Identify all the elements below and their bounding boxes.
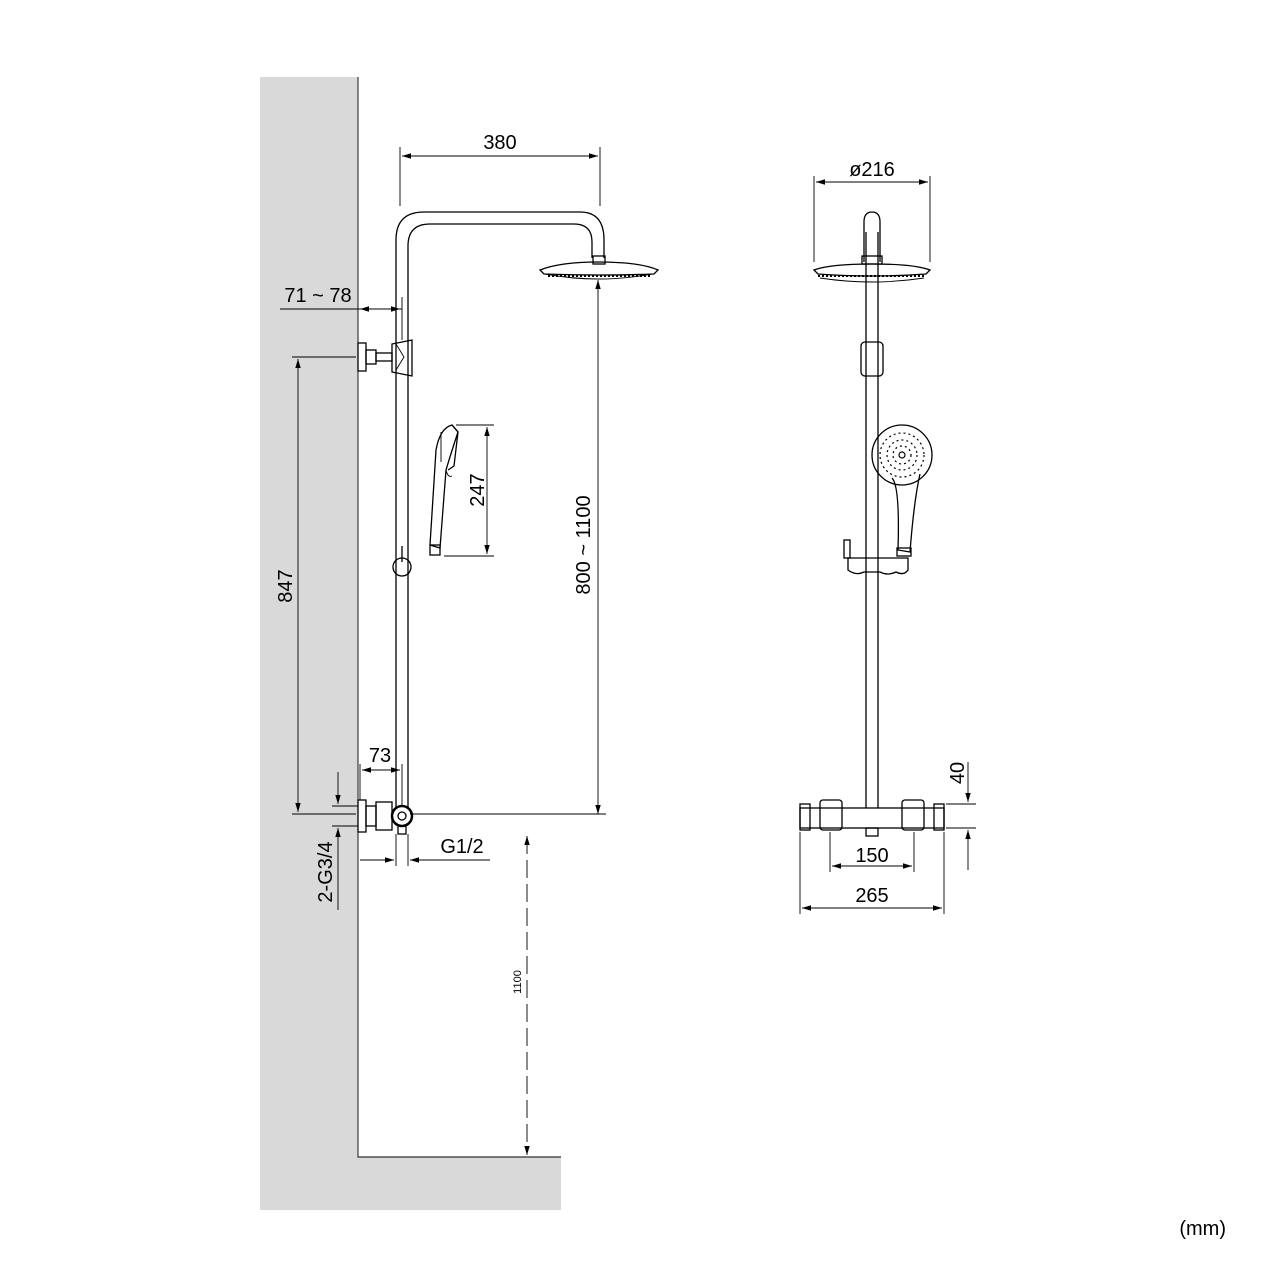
arm-reach-dimension: 380 <box>483 132 516 154</box>
unit-label: (mm) <box>1179 1218 1226 1240</box>
valve-depth-dimension: 40 <box>947 762 969 784</box>
outlet-thread-label: G1/2 <box>440 836 483 858</box>
hand-shower-front <box>871 424 933 557</box>
inlet-thread-label: 2-G3/4 <box>315 841 337 902</box>
slider-front <box>843 539 909 575</box>
head-height-dimension: 800 ~ 1100 <box>573 495 595 594</box>
valve-offset-dimension: 73 <box>369 745 391 767</box>
hand-shower-side <box>429 424 459 556</box>
head-diameter-dimension: ø216 <box>849 159 895 181</box>
thermostatic-valve-side <box>357 799 414 835</box>
front-view-dimensions: ø216 40 150 265 <box>799 159 976 914</box>
front-view-shower <box>799 211 945 837</box>
wall <box>260 77 561 1210</box>
side-view-shower <box>357 211 660 835</box>
top-wall-bracket <box>357 339 413 377</box>
inlet-spacing-dimension: 150 <box>855 845 888 867</box>
slider-knob <box>392 546 412 577</box>
wall-offset-dimension: 71 ~ 78 <box>284 285 351 307</box>
valve-width-dimension: 265 <box>855 885 888 907</box>
thermostatic-valve-front <box>799 799 945 837</box>
bracket-spacing-dimension: 847 <box>275 569 297 602</box>
hand-shower-length-dimension: 247 <box>467 473 489 506</box>
valve-height-dimension: 1100 <box>512 970 524 994</box>
side-view-dimensions: 380 71 ~ 78 247 800 ~ 1100 847 73 G1/2 <box>275 132 606 1155</box>
